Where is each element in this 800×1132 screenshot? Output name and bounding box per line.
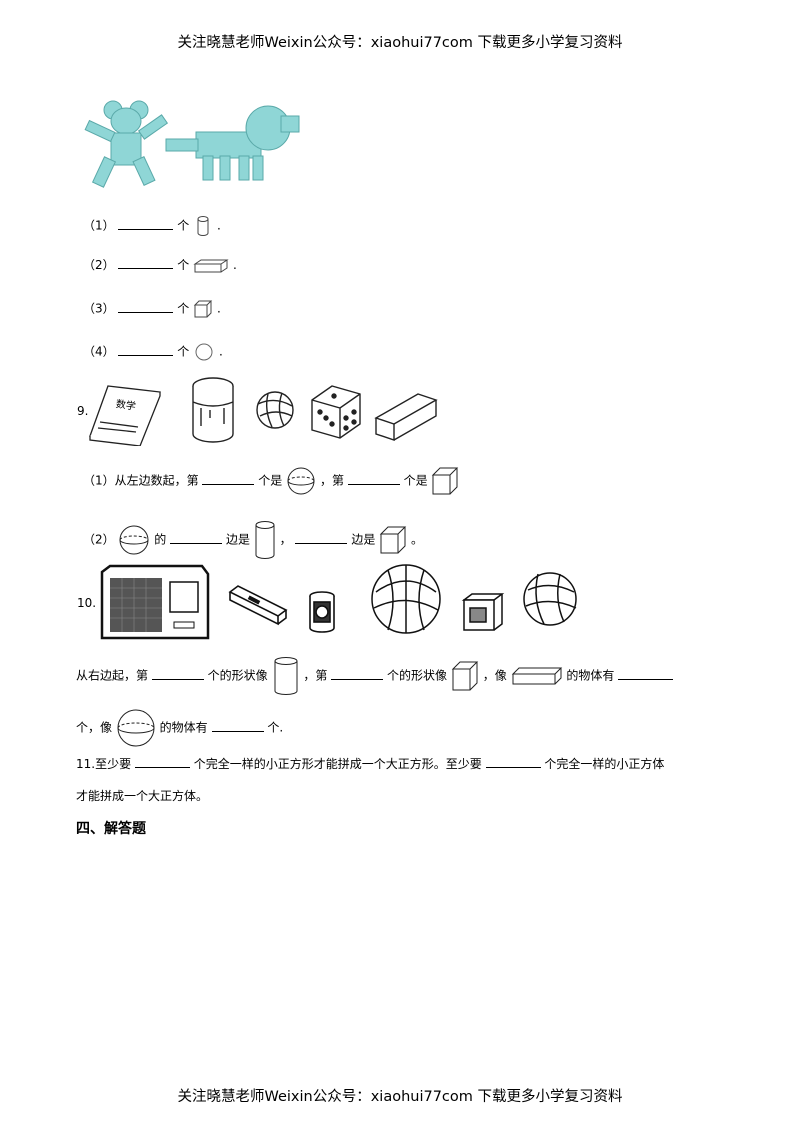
answer-blank[interactable] (295, 542, 348, 544)
cube-icon (193, 300, 213, 318)
answer-blank[interactable] (485, 766, 541, 768)
sphere-icon (195, 343, 213, 361)
answer-blank[interactable] (118, 267, 174, 269)
cuboid-icon (193, 259, 229, 272)
cuboid-icon (511, 667, 562, 685)
q9-number: 9. (77, 404, 89, 418)
q8-item-2: （2） 个 . (83, 258, 237, 272)
cylinder-icon (255, 521, 275, 559)
q9-line-1: （1）从左边数起，第 个是 ，第 个是 (83, 466, 459, 496)
answer-blank[interactable] (118, 311, 174, 313)
page-footer: 关注晓慧老师Weixin公众号：xiaohui77com 下载更多小学复习资料 (177, 1089, 623, 1105)
solids-animals-figure (84, 100, 300, 188)
book-title-label: 数学 (115, 397, 137, 413)
cube-icon (451, 661, 479, 691)
answer-blank[interactable] (211, 730, 264, 732)
cube-icon (432, 467, 459, 495)
q9-line-2: （2） 的 边是 ， 边是 。 (83, 520, 423, 560)
cylinder-icon (274, 657, 298, 695)
q11-line-1: 11.至少要 个完全一样的小正方形才能拼成一个大正方形。至少要 个完全一样的小正… (76, 757, 665, 771)
q10-objects-figure (100, 564, 577, 640)
q8-item-3: （3） 个 . (83, 299, 221, 319)
cylinder-icon (197, 216, 209, 236)
answer-blank[interactable] (170, 542, 223, 544)
answer-blank[interactable] (202, 483, 255, 485)
answer-blank[interactable] (134, 766, 190, 768)
cube-icon (379, 526, 407, 554)
q8-item-4: （4） 个 . (83, 342, 223, 362)
answer-blank[interactable] (331, 678, 384, 680)
page-header: 关注晓慧老师Weixin公众号：xiaohui77com 下载更多小学复习资料 (177, 35, 623, 51)
answer-blank[interactable] (151, 678, 204, 680)
answer-blank[interactable] (347, 483, 400, 485)
section-title: 四、解答题 (76, 821, 146, 837)
sphere-icon (119, 525, 149, 555)
sphere-icon (117, 709, 155, 747)
q10-line-1: 从右边起，第 个的形状像 ，第 个的形状像 ，像 的物体有 (76, 656, 674, 696)
q10-line-2: 个，像 的物体有 个. (76, 708, 283, 748)
q9-objects-figure: 数学 (89, 377, 438, 446)
answer-blank[interactable] (618, 678, 674, 680)
sphere-icon (287, 467, 315, 495)
q8-item-1: （1） 个 . (83, 215, 221, 237)
q11-line-2: 才能拼成一个大正方体。 (76, 789, 209, 803)
answer-blank[interactable] (118, 354, 174, 356)
q10-number: 10. (77, 596, 97, 610)
answer-blank[interactable] (118, 228, 174, 230)
